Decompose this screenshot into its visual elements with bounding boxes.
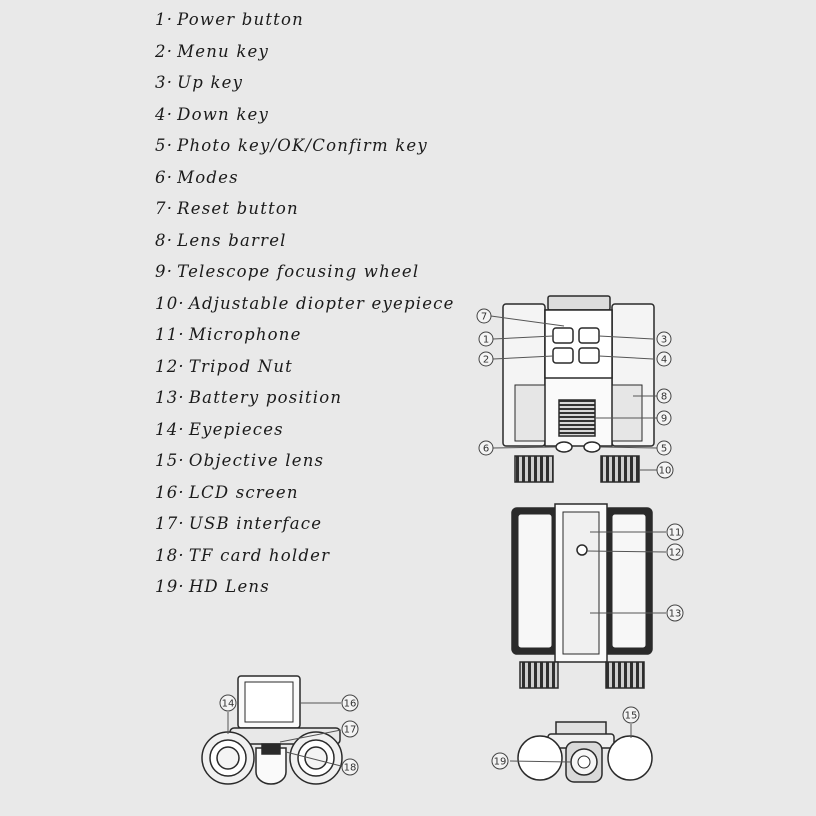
svg-text:3: 3	[661, 335, 667, 346]
legend-item: 9·Telescope focusing wheel	[155, 262, 420, 281]
left-eyepiece	[514, 455, 554, 483]
callout-14: 14	[219, 694, 237, 712]
legend-item: 4·Down key	[155, 104, 269, 124]
binocular-bottom-view	[511, 503, 653, 689]
binocular-rear-lcd-view	[201, 675, 343, 785]
legend-item: 12·Tripod Nut	[155, 356, 294, 376]
svg-text:11: 11	[669, 528, 682, 539]
modes-button	[555, 441, 573, 453]
objective-lens-right	[607, 735, 653, 781]
binocular-top-view	[502, 295, 655, 483]
top-bridge	[547, 295, 611, 311]
legend-item: 11·Microphone	[155, 325, 302, 344]
callout-9: 9	[656, 410, 672, 426]
svg-text:4: 4	[661, 355, 667, 366]
button-panel	[544, 309, 613, 379]
legend-item: 17·USB interface	[155, 514, 323, 533]
objective-lens-left	[517, 735, 563, 781]
callout-markers: 1 2 3 4 5 6 7 8 9 10 11 12 13 14 15 16 1…	[219, 308, 684, 776]
callout-7: 7	[476, 308, 492, 324]
svg-text:7: 7	[481, 312, 487, 323]
svg-text:17: 17	[344, 725, 357, 736]
power-button	[552, 327, 574, 344]
legend-item: 15·Objective lens	[155, 451, 325, 470]
parts-legend: 1·Power button 2·Menu key 3·Up key 4·Dow…	[155, 6, 455, 605]
legend-item: 6·Modes	[155, 167, 239, 187]
hinge-body	[255, 747, 287, 785]
svg-text:12: 12	[669, 548, 682, 559]
svg-text:5: 5	[661, 444, 667, 455]
svg-text:9: 9	[661, 414, 667, 425]
svg-text:14: 14	[222, 699, 235, 710]
callout-4: 4	[656, 351, 672, 367]
svg-text:1: 1	[483, 335, 489, 346]
legend-item: 3·Up key	[155, 73, 244, 92]
svg-text:18: 18	[344, 763, 357, 774]
svg-text:13: 13	[669, 609, 682, 620]
legend-item: 8·Lens barrel	[155, 230, 287, 250]
callout-16: 16	[341, 694, 359, 712]
right-eyepiece	[600, 455, 640, 483]
callout-1: 1	[478, 331, 494, 347]
usb-port	[261, 743, 281, 755]
callout-8: 8	[656, 388, 672, 404]
rear-right-eyepiece	[605, 661, 645, 689]
svg-text:19: 19	[494, 757, 507, 768]
svg-text:6: 6	[483, 444, 489, 455]
svg-text:16: 16	[344, 699, 357, 710]
legend-item: 18·TF card holder	[155, 545, 331, 565]
legend-item: 1·Power button	[155, 10, 304, 29]
svg-text:10: 10	[659, 466, 672, 477]
svg-text:2: 2	[483, 355, 489, 366]
legend-item: 5·Photo key/OK/Confirm key	[155, 136, 428, 155]
callout-3: 3	[656, 331, 672, 347]
rear-left-eyepiece	[519, 661, 559, 689]
legend-item: 13·Battery position	[155, 388, 343, 407]
callout-6: 6	[478, 440, 494, 456]
legend-item: 19·HD Lens	[155, 577, 270, 596]
legend-item: 2·Menu key	[155, 41, 269, 61]
down-key	[578, 347, 600, 364]
callout-10: 10	[656, 461, 674, 479]
front-bridge	[555, 721, 607, 734]
callout-2: 2	[478, 351, 494, 367]
callout-19: 19	[491, 752, 509, 770]
legend-item: 7·Reset button	[155, 199, 299, 218]
leader-lines	[227, 315, 667, 767]
binocular-front-view	[517, 721, 653, 783]
svg-text:8: 8	[661, 392, 667, 403]
callout-11: 11	[666, 523, 684, 541]
callout-18: 18	[341, 758, 359, 776]
tripod-nut	[576, 544, 588, 556]
callout-12: 12	[666, 543, 684, 561]
callout-13: 13	[666, 604, 684, 622]
legend-item: 10·Adjustable diopter eyepiece	[155, 293, 455, 313]
callout-5: 5	[656, 440, 672, 456]
legend-item: 14·Eyepieces	[155, 419, 284, 439]
svg-text:15: 15	[625, 711, 638, 722]
menu-key	[552, 347, 574, 364]
legend-item: 16·LCD screen	[155, 482, 299, 502]
lcd-screen	[244, 681, 294, 723]
callout-15: 15	[622, 706, 640, 724]
callout-17: 17	[341, 720, 359, 738]
photo-key	[583, 441, 601, 453]
focus-wheel	[558, 399, 596, 437]
up-key	[578, 327, 600, 344]
